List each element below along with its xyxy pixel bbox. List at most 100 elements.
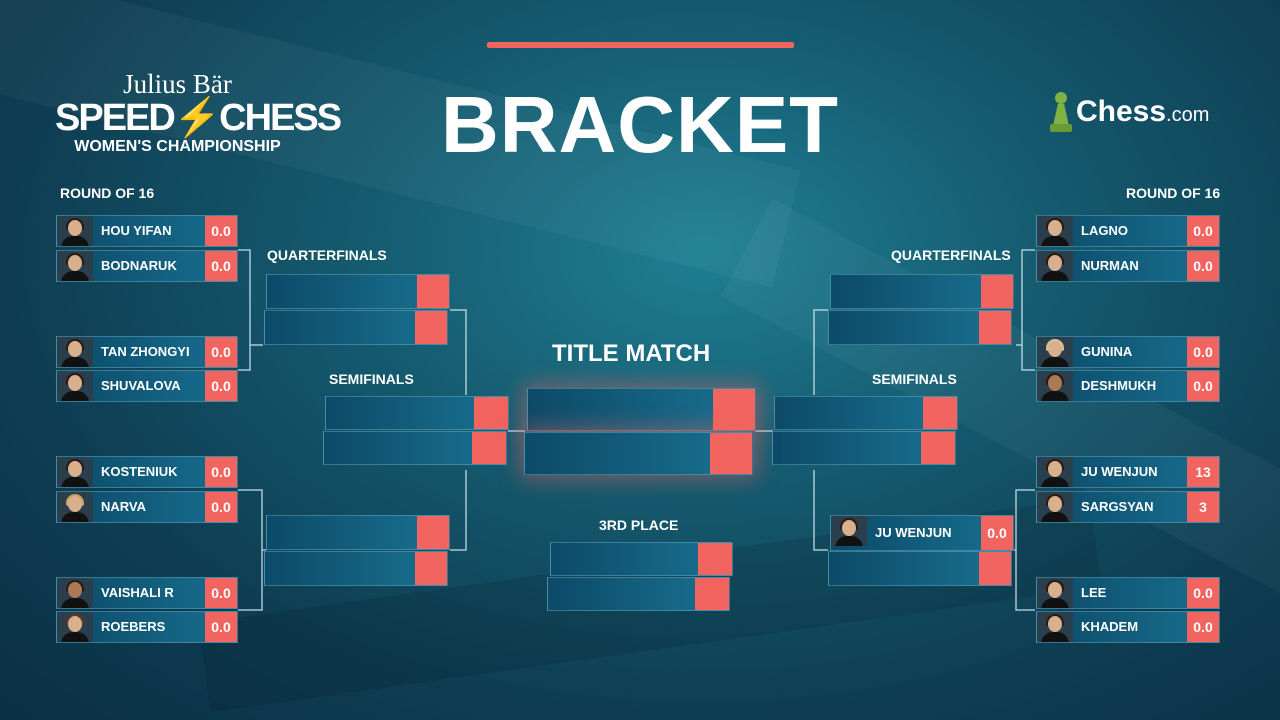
left-r16-row[interactable]: SHUVALOVA 0.0 xyxy=(56,370,238,402)
player-photo xyxy=(1037,371,1073,401)
slot-score xyxy=(979,552,1011,585)
player-photo xyxy=(1037,612,1073,642)
semifinals-right-label: SEMIFINALS xyxy=(872,371,957,387)
player-name: LEE xyxy=(1081,585,1107,600)
left-r16-row[interactable]: NARVA 0.0 xyxy=(56,491,238,523)
player-name: BODNARUK xyxy=(101,258,177,273)
player-score: 0.0 xyxy=(1187,216,1219,246)
left-qf-slot[interactable] xyxy=(264,551,448,586)
player-score: 0.0 xyxy=(1187,337,1219,367)
slot-score xyxy=(981,275,1013,308)
player-name: NURMAN xyxy=(1081,258,1139,273)
slot-score xyxy=(979,311,1011,344)
player-score: 0.0 xyxy=(1187,578,1219,608)
chesscom-logo[interactable]: Chess.com xyxy=(1050,88,1209,136)
player-score: 0.0 xyxy=(205,251,237,281)
slot-score xyxy=(713,389,755,430)
player-score: 0.0 xyxy=(205,216,237,246)
player-photo xyxy=(57,251,93,281)
player-score: 13 xyxy=(1187,457,1219,487)
left-sf-slot[interactable] xyxy=(325,396,509,430)
player-photo xyxy=(57,337,93,367)
quarterfinals-right-label: QUARTERFINALS xyxy=(891,247,1011,263)
slot-score xyxy=(417,275,449,308)
player-name: KOSTENIUK xyxy=(101,464,178,479)
lightning-bolt-icon: ⚡ xyxy=(173,97,221,139)
left-r16-row[interactable]: ROEBERS 0.0 xyxy=(56,611,238,643)
title-match-slot[interactable] xyxy=(527,388,756,431)
player-score: 0.0 xyxy=(205,337,237,367)
player-name: GUNINA xyxy=(1081,344,1133,359)
player-name: HOU YIFAN xyxy=(101,223,172,238)
title-match-slot[interactable] xyxy=(524,432,753,475)
slot-score xyxy=(710,433,752,474)
slot-score xyxy=(415,311,447,344)
right-r16-row[interactable]: LAGNO 0.0 xyxy=(1036,215,1220,247)
slot-score xyxy=(923,397,957,429)
third-place-slot[interactable] xyxy=(547,577,730,611)
player-score: 0.0 xyxy=(205,492,237,522)
right-qf-slot[interactable] xyxy=(828,310,1012,345)
right-r16-row[interactable]: NURMAN 0.0 xyxy=(1036,250,1220,282)
left-r16-row[interactable]: HOU YIFAN 0.0 xyxy=(56,215,238,247)
player-photo xyxy=(1037,216,1073,246)
player-photo xyxy=(57,612,93,642)
player-name: LAGNO xyxy=(1081,223,1128,238)
right-r16-row[interactable]: DESHMUKH 0.0 xyxy=(1036,370,1220,402)
round-of-16-right-label: ROUND OF 16 xyxy=(1126,185,1221,201)
left-qf-slot[interactable] xyxy=(266,515,450,550)
slot-score xyxy=(921,432,955,464)
slot-score xyxy=(472,432,506,464)
left-qf-slot[interactable] xyxy=(264,310,448,345)
right-qf-row[interactable]: JU WENJUN 0.0 xyxy=(830,515,1014,551)
player-score: 0.0 xyxy=(1187,612,1219,642)
semifinals-left-label: SEMIFINALS xyxy=(329,371,414,387)
player-name: VAISHALI R xyxy=(101,585,174,600)
left-r16-row[interactable]: KOSTENIUK 0.0 xyxy=(56,456,238,488)
quarterfinals-left-label: QUARTERFINALS xyxy=(267,247,387,263)
right-r16-row[interactable]: JU WENJUN 13 xyxy=(1036,456,1220,488)
player-photo xyxy=(1037,457,1073,487)
left-r16-row[interactable]: BODNARUK 0.0 xyxy=(56,250,238,282)
speedchess-logo[interactable]: Julius Bär SPEED⚡CHESS WOMEN'S CHAMPIONS… xyxy=(55,69,342,156)
player-photo xyxy=(57,457,93,487)
player-photo xyxy=(57,578,93,608)
player-photo xyxy=(57,492,93,522)
slot-score xyxy=(695,578,729,610)
right-sf-slot[interactable] xyxy=(774,396,958,430)
player-score: 0.0 xyxy=(981,516,1013,550)
player-score: 3 xyxy=(1187,492,1219,522)
right-r16-row[interactable]: KHADEM 0.0 xyxy=(1036,611,1220,643)
slot-score xyxy=(474,397,508,429)
player-name: SARGSYAN xyxy=(1081,499,1154,514)
player-photo xyxy=(1037,251,1073,281)
player-name: JU WENJUN xyxy=(875,525,952,540)
player-name: ROEBERS xyxy=(101,619,166,634)
left-qf-slot[interactable] xyxy=(266,274,450,309)
right-sf-slot[interactable] xyxy=(772,431,956,465)
left-sf-slot[interactable] xyxy=(323,431,507,465)
page-title: BRACKET xyxy=(440,80,840,169)
logo-brand-line: SPEED⚡CHESS xyxy=(55,97,342,139)
left-r16-row[interactable]: VAISHALI R 0.0 xyxy=(56,577,238,609)
player-name: TAN ZHONGYI xyxy=(101,344,190,359)
slot-score xyxy=(417,516,449,549)
player-name: DESHMUKH xyxy=(1081,378,1157,393)
player-photo xyxy=(1037,337,1073,367)
logo-sponsor-line: Julius Bär xyxy=(123,69,232,99)
player-photo xyxy=(1037,492,1073,522)
left-r16-row[interactable]: TAN ZHONGYI 0.0 xyxy=(56,336,238,368)
third-place-slot[interactable] xyxy=(550,542,733,576)
right-qf-slot[interactable] xyxy=(830,274,1014,309)
right-r16-row[interactable]: GUNINA 0.0 xyxy=(1036,336,1220,368)
player-score: 0.0 xyxy=(1187,251,1219,281)
right-r16-row[interactable]: SARGSYAN 3 xyxy=(1036,491,1220,523)
right-qf-slot[interactable] xyxy=(828,551,1012,586)
player-score: 0.0 xyxy=(205,457,237,487)
player-photo xyxy=(57,216,93,246)
player-name: JU WENJUN xyxy=(1081,464,1158,479)
right-r16-row[interactable]: LEE 0.0 xyxy=(1036,577,1220,609)
chesscom-wordmark: Chess.com xyxy=(1076,95,1210,128)
player-photo xyxy=(1037,578,1073,608)
